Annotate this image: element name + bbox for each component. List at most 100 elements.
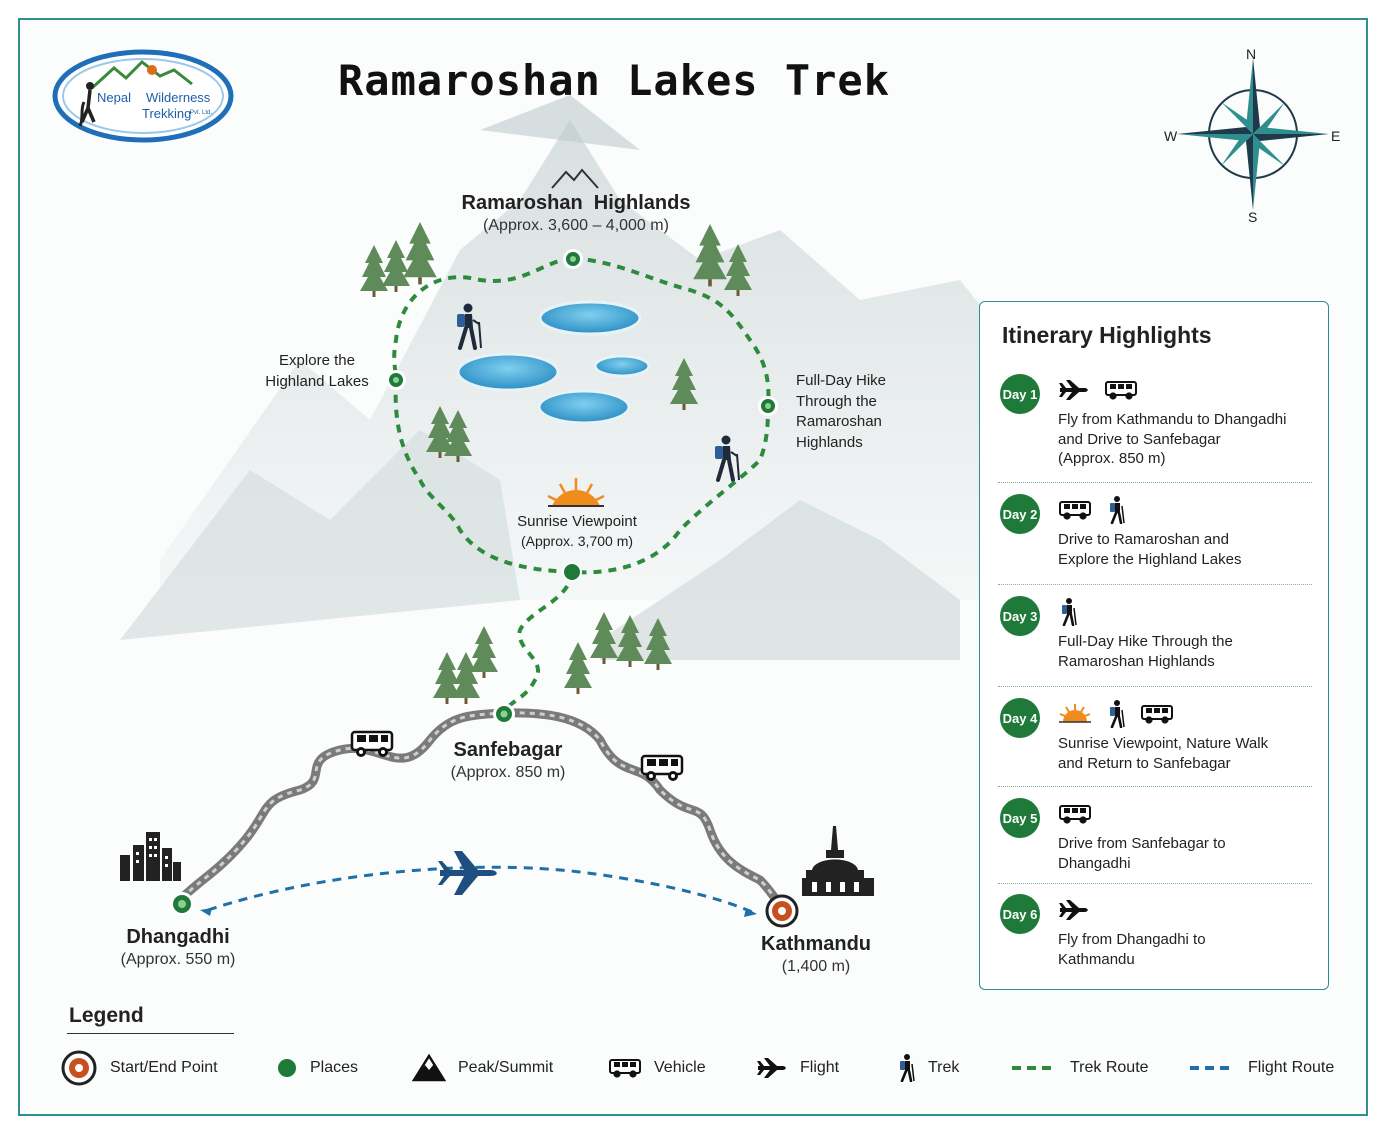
place-name: Dhangadhi bbox=[126, 926, 230, 948]
day-description: Drive from Sanfebagar to Dhangadhi bbox=[1058, 834, 1226, 873]
place-name: Sanfebagar bbox=[453, 739, 563, 761]
itinerary-divider bbox=[998, 786, 1312, 787]
legend-label: Trek bbox=[928, 1059, 960, 1076]
legend-label: Flight bbox=[800, 1059, 840, 1076]
day-description-line: and Drive to Sanfebagar bbox=[1058, 430, 1221, 448]
legend-label: Places bbox=[310, 1059, 359, 1076]
itinerary-divider bbox=[998, 482, 1312, 483]
jeep-icon bbox=[1104, 379, 1138, 406]
itinerary-divider bbox=[998, 883, 1312, 884]
hiker-icon bbox=[1106, 699, 1126, 733]
day-icons bbox=[1058, 802, 1092, 830]
place-label-sunrise: Sunrise Viewpoint (Approx. 3,700 m) bbox=[498, 512, 656, 550]
itinerary-divider bbox=[998, 584, 1312, 585]
peak-icon bbox=[412, 1054, 446, 1082]
route-label-explore: Explore the Highland Lakes bbox=[258, 351, 376, 392]
jeep-icon bbox=[608, 1057, 642, 1079]
place-label-kathmandu: Kathmandu (1,400 m) bbox=[752, 931, 880, 978]
trek-route-icon bbox=[1010, 1063, 1058, 1073]
compass-w: W bbox=[1164, 128, 1178, 144]
logo-text-wilderness: Wilderness bbox=[146, 90, 211, 105]
route-label-line: Full-Day Hike bbox=[796, 372, 887, 389]
day-badge: Day 2 bbox=[1000, 494, 1040, 534]
legend-title: Legend bbox=[69, 1004, 144, 1027]
logo-text-nepal: Nepal bbox=[97, 90, 131, 105]
day-description-line: Dhangadhi bbox=[1058, 854, 1131, 872]
day-description-line: Drive from Sanfebagar to bbox=[1058, 835, 1226, 852]
compass-e: E bbox=[1331, 128, 1341, 144]
legend-item: Trek Route bbox=[1010, 1048, 1149, 1088]
legend-underline bbox=[67, 1033, 234, 1034]
route-label-line: Highlands bbox=[796, 434, 863, 452]
plane-icon bbox=[1058, 899, 1090, 926]
day-icons bbox=[1058, 495, 1126, 529]
route-label-line: Through the bbox=[796, 392, 877, 410]
day-description-line: Explore the Highland Lakes bbox=[1058, 550, 1242, 568]
legend-item: Places bbox=[276, 1048, 358, 1088]
legend-label: Vehicle bbox=[654, 1059, 706, 1076]
plane-icon bbox=[756, 1057, 788, 1079]
place-label-highlands: Ramaroshan Highlands (Approx. 3,600 – 4,… bbox=[440, 190, 712, 237]
legend-item: Trek bbox=[896, 1048, 959, 1088]
day-description-line: Kathmandu bbox=[1058, 950, 1135, 968]
start-end-icon bbox=[60, 1049, 98, 1087]
compass-n: N bbox=[1246, 46, 1257, 62]
legend-item: Peak/Summit bbox=[412, 1048, 553, 1088]
day-icons bbox=[1058, 378, 1138, 406]
day-description: Fly from Kathmandu to Dhangadhi and Drive… bbox=[1058, 410, 1286, 469]
page-title: Ramaroshan Lakes Trek bbox=[338, 56, 891, 105]
day-description-line: Fly from Kathmandu to Dhangadhi bbox=[1058, 411, 1287, 428]
hiker-icon bbox=[1058, 597, 1078, 631]
day-icons bbox=[1058, 898, 1090, 926]
legend: Legend Start/End Point Places Peak/Summit V… bbox=[0, 1000, 1386, 1100]
sunrise-icon bbox=[1058, 702, 1092, 731]
day-badge: Day 1 bbox=[1000, 374, 1040, 414]
route-label-fullday: Full-Day Hike Through the Ramaroshan Hig… bbox=[796, 371, 886, 454]
legend-item: Vehicle bbox=[608, 1048, 706, 1088]
place-altitude: (Approx. 550 m) bbox=[120, 951, 236, 968]
compass-s: S bbox=[1248, 209, 1258, 225]
route-label-line: Highland Lakes bbox=[265, 372, 369, 390]
jeep-icon bbox=[1140, 703, 1174, 730]
plane-icon bbox=[1058, 379, 1090, 406]
logo-text-suffix: Pvt. Ltd. bbox=[190, 110, 213, 116]
day-description: Fly from Dhangadhi to Kathmandu bbox=[1058, 930, 1206, 969]
hiker-icon bbox=[896, 1054, 916, 1082]
place-altitude: (Approx. 3,700 m) bbox=[520, 532, 634, 549]
itinerary-divider bbox=[998, 686, 1312, 687]
day-description-line: Ramaroshan Highlands bbox=[1058, 652, 1215, 670]
day-badge: Day 3 bbox=[1000, 596, 1040, 636]
day-description-line: and Return to Sanfebagar bbox=[1058, 754, 1231, 772]
place-name: Ramaroshan Highlands bbox=[461, 192, 691, 214]
legend-label: Start/End Point bbox=[110, 1059, 218, 1076]
hiker-icon bbox=[1106, 495, 1126, 529]
day-description-line: Sunrise Viewpoint, Nature Walk bbox=[1058, 735, 1269, 752]
route-label-line: Ramaroshan bbox=[796, 413, 882, 431]
day-description-line: Drive to Ramaroshan and bbox=[1058, 531, 1229, 548]
company-logo: Nepal Wilderness Trekking Pvt. Ltd. bbox=[50, 48, 236, 144]
place-label-sanfebagar: Sanfebagar (Approx. 850 m) bbox=[424, 737, 592, 784]
legend-item: Start/End Point bbox=[60, 1048, 218, 1088]
day-badge: Day 5 bbox=[1000, 798, 1040, 838]
day-description: Sunrise Viewpoint, Nature Walk and Return… bbox=[1058, 734, 1268, 773]
place-altitude: (Approx. 850 m) bbox=[450, 764, 566, 781]
day-badge: Day 6 bbox=[1000, 894, 1040, 934]
day-description-line: Full-Day Hike Through the bbox=[1058, 633, 1233, 650]
route-label-line: Explore the bbox=[279, 352, 355, 369]
legend-label: Flight Route bbox=[1248, 1059, 1335, 1076]
legend-item: Flight Route bbox=[1188, 1048, 1334, 1088]
jeep-icon bbox=[1058, 499, 1092, 526]
day-icons bbox=[1058, 699, 1174, 733]
place-name: Kathmandu bbox=[761, 933, 871, 955]
jeep-icon bbox=[1058, 803, 1092, 830]
legend-label: Peak/Summit bbox=[458, 1059, 554, 1076]
place-altitude: (Approx. 3,600 – 4,000 m) bbox=[483, 217, 669, 234]
place-name: Sunrise Viewpoint bbox=[517, 513, 637, 530]
legend-label: Trek Route bbox=[1070, 1059, 1149, 1076]
day-description-line: Fly from Dhangadhi to bbox=[1058, 931, 1206, 948]
day-badge: Day 4 bbox=[1000, 698, 1040, 738]
